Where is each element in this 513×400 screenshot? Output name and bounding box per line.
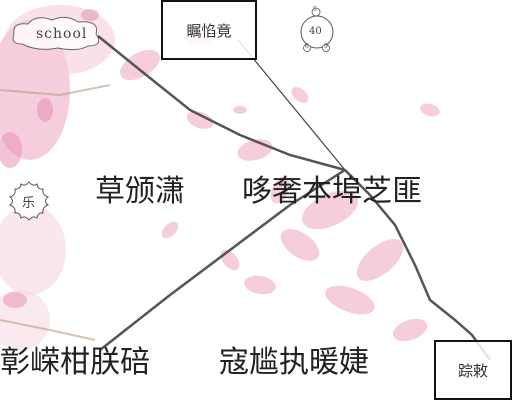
circle-right-number: 9 xyxy=(324,43,328,50)
bottom-box: 踪敕 xyxy=(434,340,512,400)
cloud-label: school xyxy=(36,26,88,42)
flower-label: 乐 xyxy=(22,196,36,211)
bottom-box-label: 踪敕 xyxy=(457,361,488,380)
middle-right-text: 哆奢本埠芝匪 xyxy=(242,174,422,209)
circle-left-number: 6 xyxy=(305,43,309,50)
circle-center-number: 40 xyxy=(309,26,322,37)
cloud-shape xyxy=(12,16,100,51)
connector-school-to-junction xyxy=(97,35,346,172)
numbered-circle xyxy=(300,7,334,52)
circle-top-number: 5 xyxy=(313,6,317,13)
connector-topbox-to-junction xyxy=(237,39,346,171)
middle-left-text: 草颁潇 xyxy=(95,174,185,209)
connector-junction-to-bottombox xyxy=(344,169,492,361)
flower-shape xyxy=(8,181,50,221)
connector-junction-to-bottomleft xyxy=(99,168,346,351)
top-box-label: 瞩惂竟 xyxy=(186,21,232,40)
bottom-middle-text: 寇尴执暖婕 xyxy=(219,345,369,380)
top-box: 瞩惂竟 xyxy=(161,0,257,60)
bottom-left-text: 彰嵘柑朕碚 xyxy=(0,345,150,380)
